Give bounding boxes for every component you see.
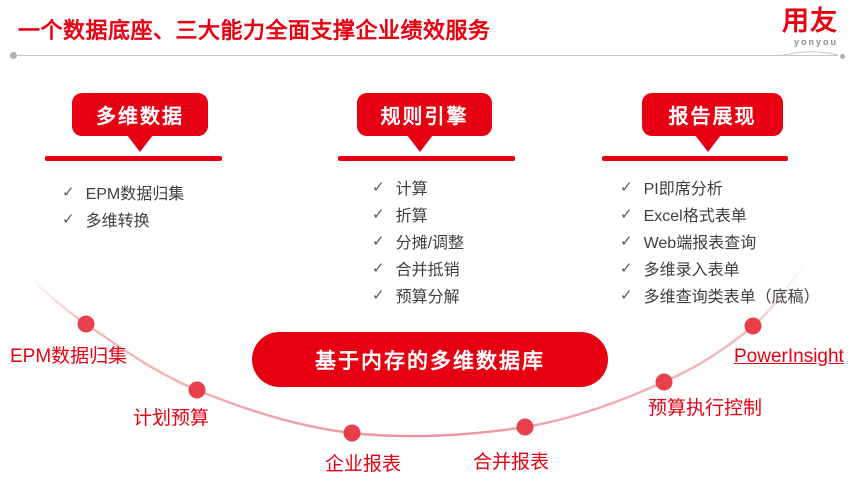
check-icon: ✓ <box>620 259 633 277</box>
checklist-report-display: ✓ PI即席分析 ✓ Excel格式表单 ✓ Web端报表查询 ✓ 多维录入表单 ✓ 多维查询类表… <box>620 173 820 308</box>
checklist-item-label: 计算 <box>395 180 428 198</box>
curve-dot <box>744 317 762 335</box>
badge-pointer-icon <box>407 135 433 152</box>
checklist-item-label: PI即席分析 <box>643 180 723 198</box>
check-icon: ✓ <box>62 210 75 228</box>
check-icon: ✓ <box>372 232 385 250</box>
header-divider <box>13 55 838 56</box>
check-icon: ✓ <box>372 259 385 277</box>
badge-pointer-icon <box>127 135 153 152</box>
badge-report-display: 报告展现 <box>642 93 783 136</box>
divider-dot-left <box>10 52 17 59</box>
checklist-item: ✓ 多维录入表单 <box>620 254 820 281</box>
check-icon: ✓ <box>620 178 633 196</box>
checklist-item-label: 分摊/调整 <box>395 234 465 252</box>
checklist-item-label: 合并抵销 <box>395 261 460 279</box>
checklist-item-label: EPM数据归集 <box>85 185 185 203</box>
curve-node-label: 企业报表 <box>325 454 402 475</box>
checklist-item-label: Excel格式表单 <box>643 207 747 225</box>
checklist-item: ✓ EPM数据归集 <box>62 178 184 205</box>
checklist-item: ✓ 计算 <box>372 173 464 200</box>
badge-rule-engine: 规则引擎 <box>357 93 492 136</box>
curve-dot <box>343 424 361 442</box>
checklist-item-label: Web端报表查询 <box>643 234 757 252</box>
checklist-item-label: 多维查询类表单（底稿） <box>643 288 820 306</box>
curve-node-label: EPM数据归集 <box>10 346 128 367</box>
logo-subtext: yonyou <box>793 37 838 47</box>
curve-node-label: 预算执行控制 <box>648 398 763 419</box>
column-underline <box>602 156 788 161</box>
checklist-item: ✓ 合并抵销 <box>372 254 464 281</box>
checklist-item: ✓ Web端报表查询 <box>620 227 820 254</box>
checklist-item-label: 预算分解 <box>395 288 460 306</box>
check-icon: ✓ <box>372 178 385 196</box>
yonyou-logo: 用友 yonyou <box>782 8 838 47</box>
curve-dot <box>77 315 95 333</box>
curve-dot <box>188 381 206 399</box>
curve-node-label: 计划预算 <box>133 408 210 429</box>
check-icon: ✓ <box>620 286 633 304</box>
in-memory-db-pill: 基于内存的多维数据库 <box>252 332 608 387</box>
curve-dot <box>655 373 673 391</box>
checklist-item-label: 折算 <box>395 207 428 225</box>
checklist-item: ✓ Excel格式表单 <box>620 200 820 227</box>
divider-dot-right <box>840 54 845 59</box>
checklist-item: ✓ 多维转换 <box>62 205 184 232</box>
curve-dot <box>516 418 534 436</box>
checklist-rule-engine: ✓ 计算 ✓ 折算 ✓ 分摊/调整 ✓ 合并抵销 ✓ 预算分解 <box>372 173 464 308</box>
divider-swoosh <box>779 51 839 57</box>
checklist-item-label: 多维录入表单 <box>643 261 740 279</box>
checklist-item-label: 多维转换 <box>85 212 150 230</box>
check-icon: ✓ <box>372 286 385 304</box>
check-icon: ✓ <box>620 205 633 223</box>
checklist-item: ✓ 分摊/调整 <box>372 227 464 254</box>
check-icon: ✓ <box>62 183 75 201</box>
column-underline <box>338 156 515 161</box>
check-icon: ✓ <box>620 232 633 250</box>
badge-multidim-data: 多维数据 <box>72 93 208 136</box>
checklist-item: ✓ 多维查询类表单（底稿） <box>620 281 820 308</box>
page-title: 一个数据底座、三大能力全面支撑企业绩效服务 <box>18 18 491 43</box>
badge-pointer-icon <box>695 135 721 152</box>
check-icon: ✓ <box>372 205 385 223</box>
curve-node-link[interactable]: PowerInsight <box>734 346 844 367</box>
logo-wordmark: 用友 <box>782 6 838 36</box>
checklist-item: ✓ 折算 <box>372 200 464 227</box>
curve-node-label: 合并报表 <box>473 452 550 473</box>
curve-line <box>27 261 807 438</box>
column-underline <box>45 156 222 161</box>
checklist-multidim-data: ✓ EPM数据归集 ✓ 多维转换 <box>62 178 184 232</box>
checklist-item: ✓ PI即席分析 <box>620 173 820 200</box>
checklist-item: ✓ 预算分解 <box>372 281 464 308</box>
